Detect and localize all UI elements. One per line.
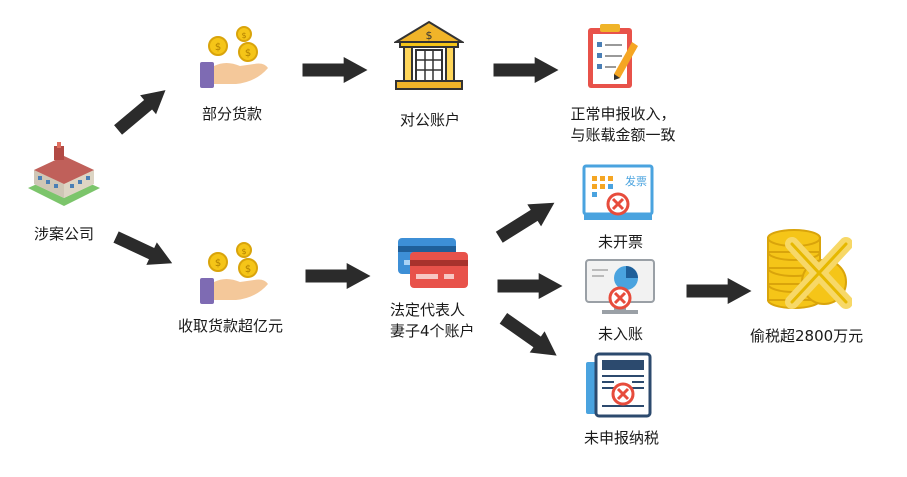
- wife-accounts-line2: 妻子4个账户: [390, 322, 475, 340]
- invoice-text: 发票: [625, 174, 647, 188]
- svg-text:$: $: [245, 264, 251, 275]
- no-invoice-label: 未开票: [598, 233, 644, 251]
- svg-text:$: $: [215, 42, 221, 53]
- bank-icon: $: [394, 20, 464, 90]
- report-document-icon: [586, 352, 652, 418]
- wife-accounts-label: 法定代表人 妻子4个账户: [390, 300, 475, 342]
- arrow-company-to-received-payment: [110, 225, 178, 275]
- bank-symbol: $: [426, 29, 433, 42]
- partial-payment-label: 部分货款: [202, 105, 263, 123]
- received-payment-label: 收取货款超亿元: [178, 317, 284, 335]
- hand-coins-icon-2: $ $ $: [200, 242, 268, 304]
- arrow-wife-to-not-declared: [495, 307, 565, 367]
- normal-declare-line2: 与账载金额一致: [570, 126, 676, 144]
- arrow-public-account-to-declare: [493, 57, 559, 83]
- arrow-received-to-wife-accounts: [305, 263, 371, 289]
- svg-text:$: $: [215, 258, 221, 269]
- arrow-company-to-partial-payment: [110, 80, 174, 140]
- svg-text:$: $: [241, 31, 246, 40]
- clipboard-checklist-icon: [588, 24, 638, 88]
- wife-accounts-line1: 法定代表人: [390, 301, 466, 319]
- public-account-label: 对公账户: [400, 111, 461, 129]
- company-building-icon: [28, 142, 100, 206]
- tax-evasion-label: 偷税超2800万元: [750, 327, 864, 345]
- not-declared-label: 未申报纳税: [584, 429, 660, 447]
- invoice-screen-icon: 发票: [582, 164, 654, 220]
- svg-text:$: $: [245, 48, 251, 59]
- company-label: 涉案公司: [34, 225, 95, 243]
- arrow-to-tax-evasion: [686, 278, 752, 304]
- bank-cards-icon: [398, 238, 468, 288]
- normal-declare-label: 正常申报收入， 与账载金额一致: [548, 104, 698, 146]
- coin-stack-cross-icon: [767, 229, 852, 309]
- not-booked-label: 未入账: [598, 325, 644, 343]
- monitor-chart-icon: [585, 259, 655, 314]
- normal-declare-line1: 正常申报收入，: [570, 105, 676, 123]
- arrow-wife-to-not-booked: [497, 273, 563, 299]
- arrow-partial-to-public-account: [302, 57, 368, 83]
- hand-coins-icon: $ $ $: [200, 26, 268, 88]
- arrow-wife-to-no-invoice: [492, 191, 562, 249]
- svg-text:$: $: [241, 247, 246, 256]
